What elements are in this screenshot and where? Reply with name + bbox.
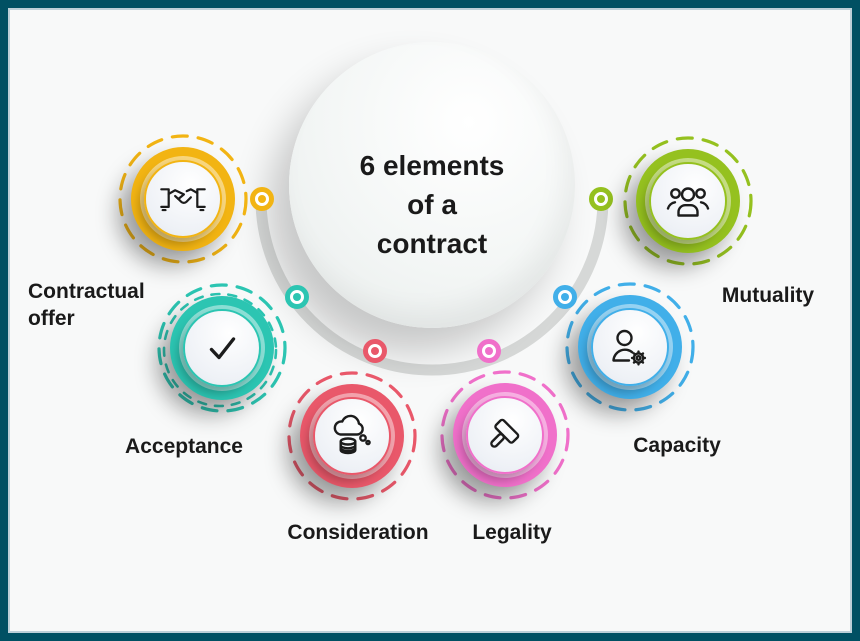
connector-dot-mutuality: [589, 187, 613, 211]
people-group-icon: [666, 182, 710, 220]
badge-inner-circle: [183, 309, 261, 387]
badge-label-consideration: Consideration: [287, 521, 429, 544]
badge-inner-circle: [591, 308, 669, 386]
badge-capacity: [564, 281, 696, 413]
badge-inner-circle: [313, 397, 391, 475]
badge-mutuality: [622, 135, 754, 267]
handshake-icon: [159, 185, 207, 213]
badge-consideration: [286, 370, 418, 502]
person-gear-icon: [608, 327, 652, 367]
gavel-icon: [483, 413, 527, 457]
connector-dot-acceptance: [285, 285, 309, 309]
badge-acceptance: [156, 282, 288, 414]
connector-dot-contractual-offer: [250, 187, 274, 211]
badge-label-acceptance: Acceptance: [125, 435, 243, 458]
title-line-3: contract: [376, 228, 488, 259]
badge-contractual-offer: [117, 133, 249, 265]
connector-dot-capacity: [553, 285, 577, 309]
central-circle: [289, 42, 575, 328]
page-title: 6 elements of a contract: [360, 146, 505, 263]
badge-label-mutuality: Mutuality: [721, 284, 815, 307]
badge-inner-circle: [144, 160, 222, 238]
connector-dot-consideration: [363, 339, 387, 363]
badge-label-capacity: Capacity: [633, 434, 721, 457]
connector-dot-legality: [477, 339, 501, 363]
title-line-1: 6 elements: [359, 150, 505, 181]
checkmark-icon: [200, 326, 244, 370]
money-thought-cloud-icon: [329, 413, 375, 459]
badge-legality: [439, 369, 571, 501]
title-line-2: of a: [407, 189, 457, 220]
badge-label-legality: Legality: [472, 521, 552, 544]
badge-label-contractual-offer: Contractual offer: [28, 280, 145, 330]
badge-inner-circle: [649, 162, 727, 240]
badge-inner-circle: [466, 396, 544, 474]
